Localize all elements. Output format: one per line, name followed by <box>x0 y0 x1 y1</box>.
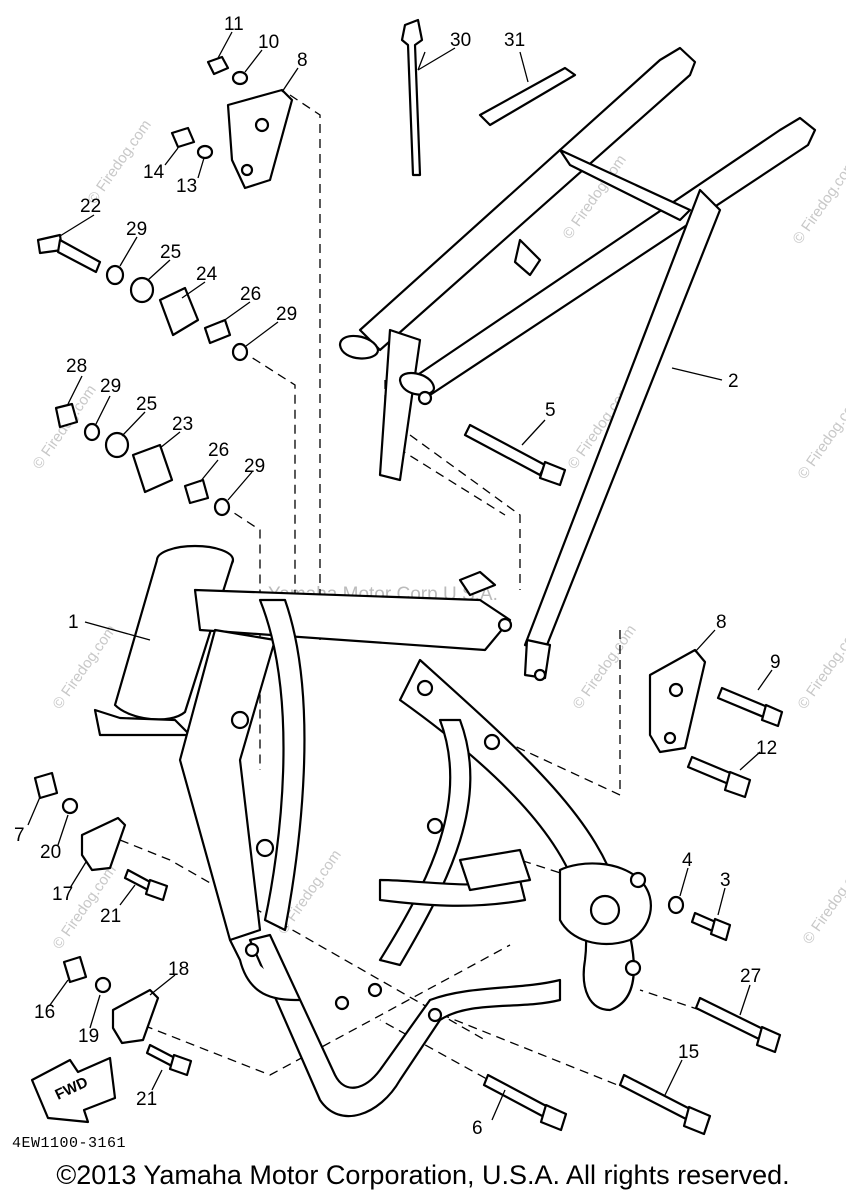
callout-label: 10 <box>258 32 279 53</box>
callout-label: 8 <box>716 612 727 633</box>
callout-label: 13 <box>176 176 197 197</box>
copyright-notice: ©2013 Yamaha Motor Corporation, U.S.A. A… <box>56 1160 790 1190</box>
callout-label: 29 <box>126 219 147 240</box>
callout-numbers: 1 2 3 4 5 6 7 8 8 9 10 11 12 13 14 15 16… <box>14 14 781 1139</box>
callout-label: 26 <box>240 284 261 305</box>
callout-label: 5 <box>545 400 556 421</box>
callout-label: 18 <box>168 959 189 980</box>
callout-label: 31 <box>504 30 525 51</box>
callout-label: 3 <box>720 870 731 891</box>
callout-label: 29 <box>276 304 297 325</box>
callout-label: 14 <box>143 162 165 183</box>
callout-label: 12 <box>756 738 777 759</box>
rear-subframe <box>338 46 817 682</box>
callout-label: 23 <box>172 414 193 435</box>
callout-label: 2 <box>728 371 739 392</box>
watermark: © Firedog.com <box>794 392 846 483</box>
callout-label: 29 <box>244 456 265 477</box>
callout-label: 9 <box>770 652 781 673</box>
callout-label: 27 <box>740 966 761 987</box>
callout-label: 30 <box>450 30 471 51</box>
callout-label: 21 <box>136 1089 157 1110</box>
callout-label: 1 <box>68 612 79 633</box>
callout-label: 17 <box>52 884 73 905</box>
watermark: © Firedog.com <box>794 622 846 713</box>
callout-label: 15 <box>678 1042 699 1063</box>
drawing-code: 4EW1100-3161 <box>12 1135 127 1152</box>
watermark: © Firedog.com <box>569 622 639 713</box>
callout-label: 4 <box>682 850 693 871</box>
hardware-parts: FWD <box>30 18 784 1136</box>
callout-label: 6 <box>472 1118 483 1139</box>
callout-leaders <box>27 31 773 1121</box>
callout-label: 25 <box>160 242 181 263</box>
callout-label: 21 <box>100 906 121 927</box>
callout-label: 11 <box>224 14 244 35</box>
callout-label: 19 <box>78 1026 99 1047</box>
callout-label: 16 <box>34 1002 55 1023</box>
watermark: © Firedog.com <box>799 857 846 948</box>
callout-label: 20 <box>40 842 61 863</box>
watermark: © Firedog.com <box>789 157 846 248</box>
callout-label: 29 <box>100 376 121 397</box>
callout-label: 22 <box>80 196 101 217</box>
main-frame <box>93 544 652 1118</box>
engine-bracket-top <box>226 88 294 190</box>
callout-label: 28 <box>66 356 87 377</box>
watermark: © Firedog.com <box>49 622 119 713</box>
callout-label: 24 <box>196 264 218 285</box>
callout-label: 7 <box>14 825 25 846</box>
callout-label: 25 <box>136 394 157 415</box>
callout-label: 8 <box>297 50 308 71</box>
callout-label: 26 <box>208 440 229 461</box>
